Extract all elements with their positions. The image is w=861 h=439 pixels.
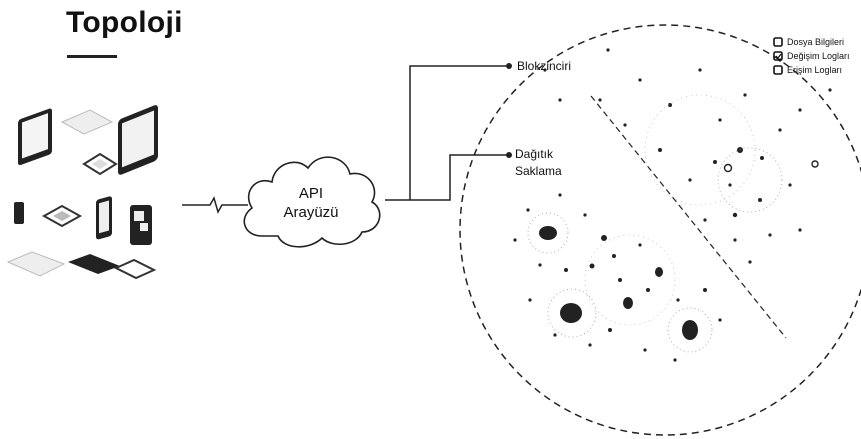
access-log-icon [773,65,783,75]
storage-connector-dot [506,152,512,158]
api-to-storage-line [410,154,508,201]
storage-label-line1: Dağıtık [515,147,554,161]
laptop-bottom-icon [6,251,66,277]
api-to-blockchain-line [385,65,508,201]
storage-dotted-ring [527,212,569,254]
storage-label-line2: Saklama [515,164,562,178]
router-icon [82,152,118,176]
api-label-line1: API [299,185,323,202]
laptop-top-icon [60,109,114,135]
blockchain-connector-dot [506,63,512,69]
blockchain-network-nodes [543,48,832,264]
phone-right-icon [130,205,152,245]
devices-illustration [6,105,158,280]
phone-left-icon [14,202,24,224]
file-info-icon [773,37,783,47]
tablet-right-icon [118,105,158,175]
tablet-left-icon [18,108,52,166]
storage-dotted-ring [547,288,597,338]
storage-dotted-ring [667,307,713,353]
legend-label: Erişim Logları [787,65,843,75]
storage-network-nodes [513,193,722,362]
legend-item: Dosya Bilgileri [773,35,850,49]
blockchain-node-ring [811,160,819,168]
page-title: Topoloji [66,6,183,39]
title-underline [67,55,117,58]
watch-icon [41,204,83,228]
blockchain-dotted-ring [644,94,756,206]
keyboard-icon [68,254,120,274]
api-cloud-shape [243,156,381,248]
blockchain-label: Blokzinciri [517,59,571,73]
legend-label: Dosya Bilgileri [787,37,845,47]
network-boundary-circle [459,24,861,436]
devices-to-api-line [182,196,248,214]
legend: Dosya Bilgileri Değişim Logları Erişim L… [773,35,850,77]
legend-label: Değişim Logları [787,51,850,61]
phone-middle-icon [96,196,112,240]
blockchain-node-ring [723,163,733,173]
legend-item: Değişim Logları [773,49,850,63]
api-label-line2: Arayüzü [283,204,338,221]
legend-item: Erişim Logları [773,63,850,77]
partition-divider-line [590,95,787,339]
small-tablet-icon [113,258,157,280]
storage-dotted-ring [584,234,676,326]
blockchain-dotted-ring [717,147,783,213]
change-log-icon [773,51,783,61]
